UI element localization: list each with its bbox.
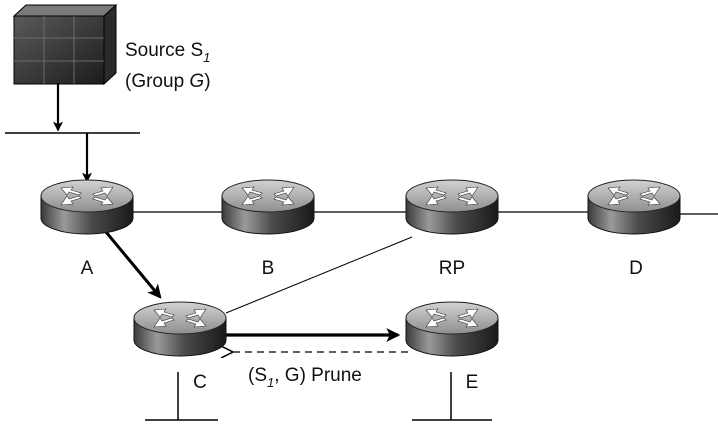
- router-rp-label: RP: [439, 258, 465, 279]
- router-rp: [405, 179, 499, 235]
- prune-label: (S1, G) Prune: [248, 365, 362, 390]
- group-label: (Group G): [125, 71, 211, 92]
- router-b-label: B: [262, 258, 275, 279]
- router-a-label: A: [81, 258, 94, 279]
- router-d: [587, 179, 681, 235]
- router-a: [40, 179, 134, 235]
- a-to-c-arrow: [104, 231, 162, 299]
- router-b: [221, 179, 315, 235]
- router-e: [405, 301, 499, 357]
- router-c: [133, 301, 227, 357]
- source-server: [12, 3, 118, 86]
- link-rp-c: [225, 236, 413, 314]
- traffic-arrows: [53, 84, 408, 352]
- network-links: [5, 132, 718, 421]
- source-label: Source S1: [125, 40, 210, 65]
- router-e-label: E: [466, 372, 479, 393]
- router-d-label: D: [629, 258, 643, 279]
- router-c-label: C: [193, 372, 207, 393]
